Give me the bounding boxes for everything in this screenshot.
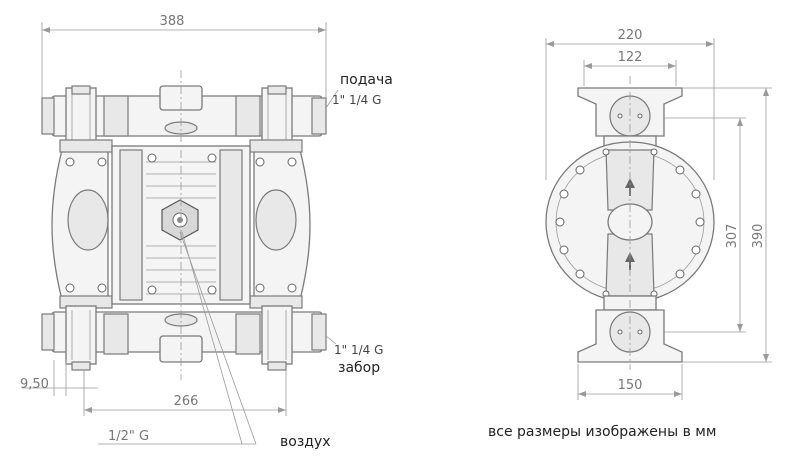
front-view: 388 — [20, 14, 393, 450]
dimension-9-50: 9,50 — [20, 360, 98, 396]
units-note: все размеры изображены в мм — [488, 424, 716, 440]
right-chamber — [249, 139, 311, 309]
dimension-122: 122 — [583, 50, 677, 86]
inlet-callout: 1" 1/4 G забор — [325, 335, 383, 376]
dim-220-text: 220 — [618, 28, 643, 43]
left-chamber — [51, 139, 113, 309]
dimension-220: 220 — [545, 28, 715, 180]
top-manifold — [41, 85, 327, 147]
dimension-390: 390 — [682, 87, 772, 363]
dim-307-text: 307 — [725, 224, 740, 249]
dim-150-text: 150 — [618, 378, 643, 393]
side-view: 220 122 — [545, 28, 772, 400]
dimension-266: 266 — [83, 370, 287, 416]
air-label: воздух — [280, 434, 331, 450]
air-thread: 1/2" G — [108, 429, 149, 444]
inlet-label: забор — [338, 360, 380, 376]
dimension-307: 307 — [664, 117, 746, 333]
air-callout: 1/2" G воздух — [98, 231, 331, 450]
outlet-callout: подача 1" 1/4 G — [325, 72, 393, 109]
inlet-thread: 1" 1/4 G — [334, 343, 383, 357]
outlet-thread: 1" 1/4 G — [332, 93, 381, 107]
dim-266-text: 266 — [174, 394, 199, 409]
dim-388-text: 388 — [160, 14, 185, 29]
dimension-150: 150 — [577, 364, 683, 400]
outlet-label: подача — [340, 72, 393, 88]
dim-122-text: 122 — [618, 50, 643, 65]
bottom-manifold — [41, 305, 327, 371]
dim-9-50-text: 9,50 — [20, 377, 49, 392]
dimension-388: 388 — [41, 14, 327, 100]
dim-390-text: 390 — [751, 224, 766, 249]
